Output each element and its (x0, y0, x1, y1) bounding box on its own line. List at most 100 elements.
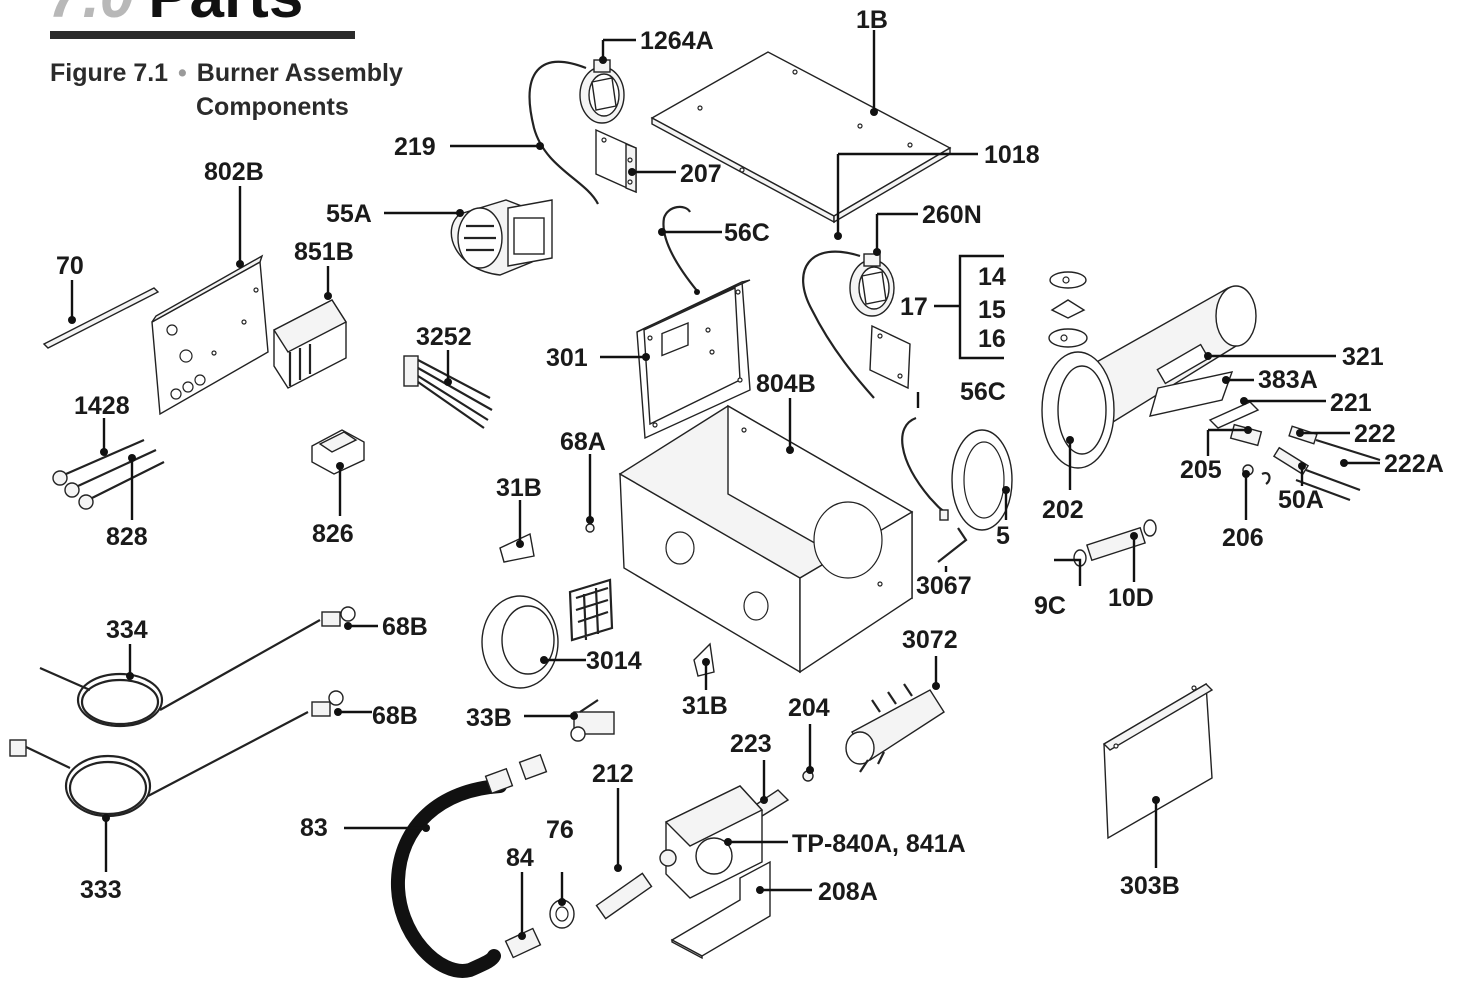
callout-3252: 3252 (416, 323, 472, 351)
pressure-switch-260N (849, 253, 911, 390)
callout-802B: 802B (204, 158, 264, 186)
figure-title-line2: Components (196, 93, 349, 121)
callout-83: 83 (300, 814, 328, 842)
figure-title-line1: Burner Assembly (196, 59, 403, 87)
callout-3014: 3014 (586, 647, 642, 675)
callout-31B-top: 31B (496, 474, 542, 502)
callout-68B-bottom: 68B (372, 702, 418, 730)
callout-851B: 851B (294, 238, 354, 266)
callout-1018: 1018 (984, 141, 1040, 169)
fittings-76-84 (504, 899, 575, 959)
callout-1428: 1428 (74, 392, 130, 420)
callout-208A: 208A (818, 878, 878, 906)
callout-321: 321 (1342, 343, 1384, 371)
callout-15: 15 (978, 296, 1006, 324)
callout-3067: 3067 (916, 572, 972, 600)
burner-head-3072 (845, 683, 945, 773)
tube-56C-top (662, 205, 699, 293)
fitting-68B-top (321, 606, 356, 627)
strip-70 (42, 287, 160, 349)
callout-207: 207 (680, 160, 722, 188)
section-title: Parts (148, 0, 303, 31)
leader-lines (70, 30, 1380, 936)
transformer-826 (311, 429, 365, 475)
figure-separator: • (178, 59, 187, 87)
callout-301: 301 (546, 344, 588, 372)
callout-50A: 50A (1278, 486, 1324, 514)
callout-222A: 222A (1384, 450, 1444, 478)
callout-84: 84 (506, 844, 534, 872)
pressure-switch-1264A (579, 59, 625, 124)
tube-1018 (802, 250, 875, 399)
gaskets-14-15-16 (1048, 271, 1088, 348)
callout-383A: 383A (1258, 366, 1318, 394)
callout-5: 5 (996, 522, 1010, 550)
callout-219: 219 (394, 133, 436, 161)
callout-68B-top: 68B (382, 613, 428, 641)
leads-1428-828 (52, 438, 165, 510)
callout-76: 76 (546, 816, 574, 844)
air-shutter-3014 (481, 578, 614, 689)
tube-56C-right (901, 416, 947, 514)
callout-221: 221 (1330, 389, 1372, 417)
callout-56C-top: 56C (724, 219, 770, 247)
callout-204: 204 (788, 694, 830, 722)
callout-804B: 804B (756, 370, 816, 398)
igniter-parts (1149, 371, 1381, 502)
callout-303B: 303B (1120, 872, 1180, 900)
valve-33B (570, 699, 615, 742)
callout-33B: 33B (466, 704, 512, 732)
bracket-207 (595, 128, 637, 194)
callout-56C-right: 56C (960, 378, 1006, 406)
section-heading: 7.0 Parts (48, 0, 303, 28)
front-plate-301 (636, 279, 751, 440)
harness-3252 (403, 355, 493, 429)
callout-1264A: 1264A (640, 27, 714, 55)
callout-333: 333 (80, 876, 122, 904)
nipple-212 (595, 872, 653, 920)
flex-hose-83 (390, 779, 507, 978)
blower-55A (450, 199, 553, 276)
callout-70: 70 (56, 252, 84, 280)
callout-205: 205 (1180, 456, 1222, 484)
callout-17: 17 (900, 293, 928, 321)
power-cord-333 (9, 711, 309, 818)
callout-334: 334 (106, 616, 148, 644)
callout-14: 14 (978, 263, 1006, 291)
burner-tube-321 (1041, 285, 1257, 469)
callout-828: 828 (106, 523, 148, 551)
callout-9C: 9C (1034, 592, 1066, 620)
figure-caption: Figure 7.1 • Burner Assembly Components (50, 56, 403, 124)
callout-16: 16 (978, 325, 1006, 353)
callout-222: 222 (1354, 420, 1396, 448)
section-number: 7.0 (48, 0, 134, 31)
callout-826: 826 (312, 520, 354, 548)
side-panel-303B (1102, 682, 1214, 840)
callout-TP-840A: TP-840A, 841A (792, 830, 966, 858)
fittings-9C-10D (1073, 519, 1157, 567)
callout-55A: 55A (326, 200, 372, 228)
cover-panel-1B (650, 51, 952, 224)
title-underline (50, 31, 355, 39)
callout-260N: 260N (922, 201, 982, 229)
gasket-5 (951, 429, 1013, 531)
hex-key-3067 (937, 527, 968, 563)
callout-3072: 3072 (902, 626, 958, 654)
callout-1B: 1B (856, 6, 888, 34)
gas-valve-TP-840A (659, 785, 764, 899)
control-module-851B (272, 299, 348, 389)
callout-206: 206 (1222, 524, 1264, 552)
callout-202: 202 (1042, 496, 1084, 524)
leader-endpoints (68, 56, 1348, 940)
callout-68A: 68A (560, 428, 606, 456)
figure-label: Figure 7.1 (50, 59, 169, 87)
back-plate-802B (151, 254, 269, 416)
thermocouple-334 (39, 619, 321, 728)
callout-10D: 10D (1108, 584, 1154, 612)
tubing-219 (528, 60, 599, 205)
callout-212: 212 (592, 760, 634, 788)
callout-223: 223 (730, 730, 772, 758)
fitting-68B-bottom (311, 690, 344, 717)
